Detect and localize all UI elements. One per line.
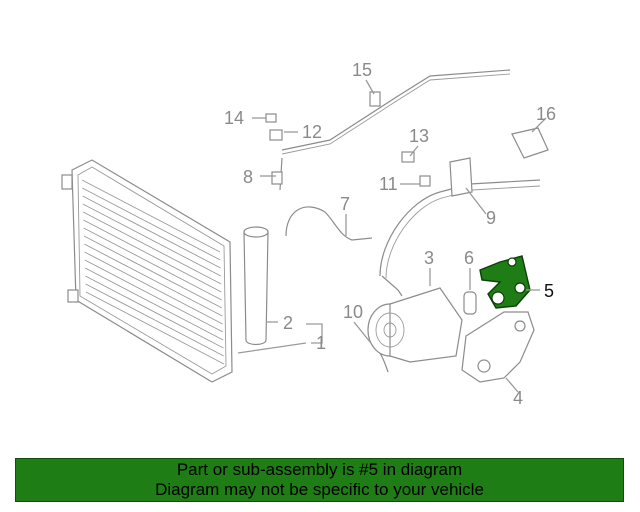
callout-13: 13: [409, 126, 429, 146]
condenser-fin: [85, 291, 225, 365]
callouts: 1 2 3 4 5 6 7 8 9 10 11 12 13 14 15 16: [224, 60, 556, 408]
callout-12: 12: [302, 122, 322, 142]
callout-3: 3: [424, 248, 434, 268]
callout-11: 11: [379, 174, 398, 194]
compressor-part: [367, 287, 463, 363]
banner-line-1: Part or sub-assembly is #5 in diagram: [176, 460, 463, 479]
condenser-fin: [82, 195, 221, 269]
condenser-fin: [84, 243, 223, 317]
condenser-fin: [82, 187, 221, 261]
info-banner: Part or sub-assembly is #5 in diagram Di…: [15, 458, 624, 502]
callout-15: 15: [352, 60, 372, 80]
compressor-bracket-part: [461, 311, 535, 383]
callout-14: 14: [224, 108, 244, 128]
condenser-fin: [83, 219, 222, 293]
callout-1: 1: [316, 333, 326, 353]
banner-line-2: Diagram may not be specific to your vehi…: [155, 480, 484, 499]
condenser-fin: [82, 211, 222, 285]
parts-diagram: 1 2 3 4 5 6 7 8 9 10 11 12 13 14 15 16: [61, 60, 556, 408]
condenser-fin: [84, 251, 223, 325]
condenser-fin: [83, 227, 222, 301]
condenser-fin: [83, 235, 223, 309]
condenser-fin: [84, 267, 224, 341]
condenser-fin: [85, 283, 224, 357]
callout-7: 7: [340, 194, 350, 214]
condenser-part: [61, 159, 233, 383]
callout-4: 4: [513, 388, 523, 408]
hose-lines: [279, 69, 541, 373]
fittings: [265, 91, 549, 315]
callout-6: 6: [464, 248, 474, 268]
callout-9: 9: [486, 208, 496, 228]
condenser-fin: [84, 259, 224, 333]
highlighted-part-5: [479, 255, 531, 309]
callout-10: 10: [343, 302, 363, 322]
callout-8: 8: [243, 167, 253, 187]
callout-2: 2: [283, 313, 293, 333]
callout-16: 16: [536, 104, 556, 124]
condenser-fin: [81, 179, 221, 253]
callout-5: 5: [544, 281, 554, 301]
condenser-fin: [82, 203, 222, 277]
receiver-drier-part: [243, 226, 269, 346]
leader-lines: [237, 79, 547, 393]
condenser-fin: [85, 275, 224, 349]
